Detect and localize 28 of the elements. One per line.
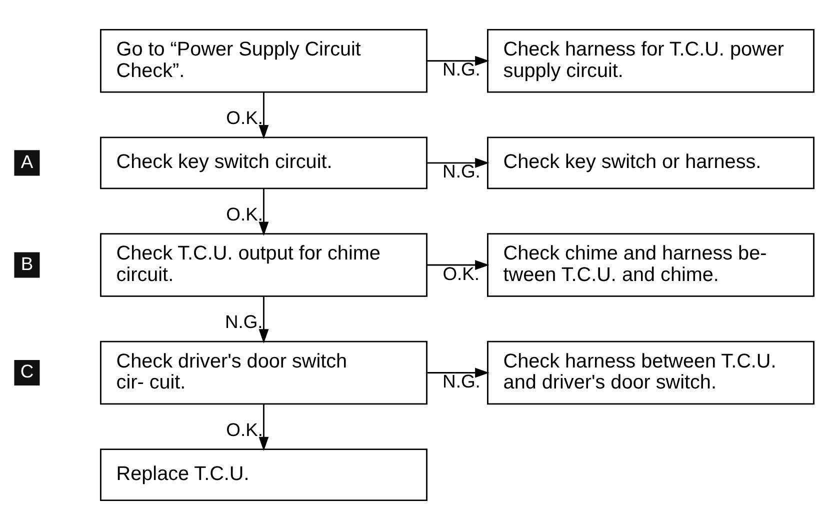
label: C [20, 360, 34, 382]
node-box: Check key switch or harness. [487, 136, 814, 189]
arrow [427, 55, 490, 66]
arrow [258, 404, 269, 451]
arrow [427, 367, 490, 378]
arrow [258, 188, 269, 236]
edge-label: N.G. [442, 160, 480, 182]
edge-label: O.K. [226, 418, 264, 440]
node-box: Replace T.C.U. [100, 448, 428, 501]
node-box: Check driver's door switch cir- cuit. [100, 340, 428, 404]
arrow [427, 157, 490, 168]
edge-label: N.G. [442, 58, 480, 80]
edge-label: N.G. [442, 370, 480, 391]
edge-label: O.K. [226, 106, 264, 128]
node-box: Check T.C.U. output for chime circuit. [100, 232, 428, 296]
arrow [258, 92, 269, 139]
node-box: Check key switch circuit. [100, 136, 428, 189]
node-box: Check harness between T.C.U. and driver's door switch. [487, 340, 814, 404]
node-box: Go to “Power Supply Circuit Check”. [100, 28, 428, 92]
label: A [20, 150, 34, 172]
edge-label: N.G. [224, 310, 263, 332]
node-box: Check chime and harness be- tween T.C.U. and chime. [487, 232, 814, 296]
edge-label: O.K. [226, 202, 264, 224]
label: B [20, 252, 34, 274]
arrow [258, 296, 269, 343]
arrow [427, 260, 490, 270]
edge-label: O.K. [442, 262, 480, 284]
node-box: Check harness for T.C.U. power supply circuit. [487, 28, 814, 92]
